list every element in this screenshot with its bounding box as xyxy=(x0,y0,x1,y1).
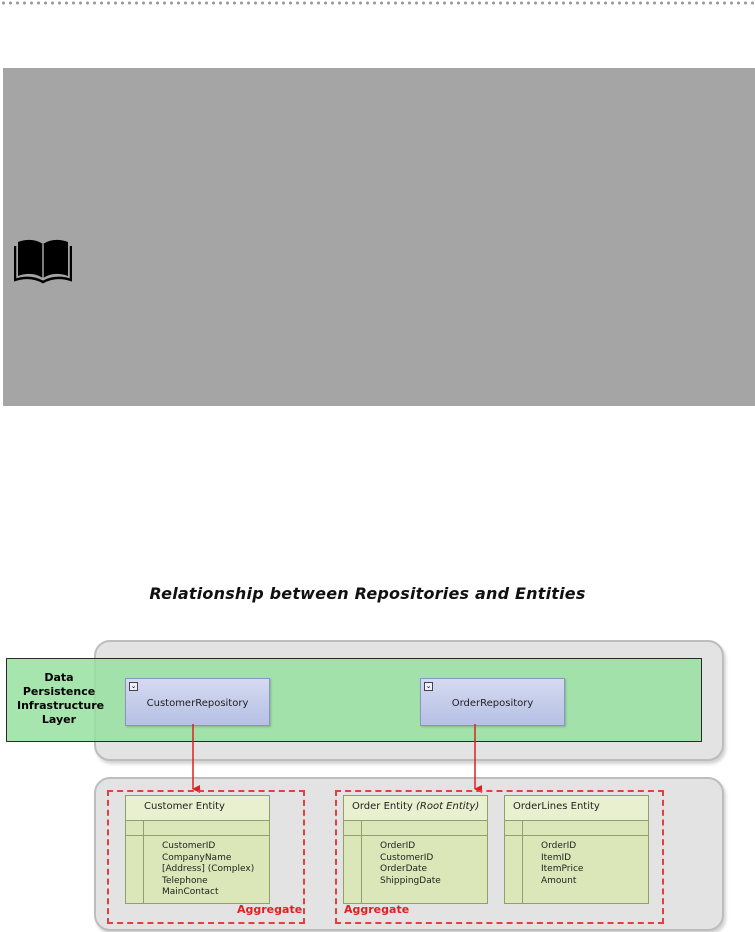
note-box xyxy=(3,68,755,406)
persistence-layer-band xyxy=(6,658,702,742)
aggregate-label: Aggregate xyxy=(344,903,410,916)
entity-field: ItemID xyxy=(541,852,572,863)
entity-field: OrderID xyxy=(541,841,577,851)
entity-fields: OrderID CustomerID OrderDate ShippingDat… xyxy=(380,841,441,887)
order-repository-box: ⌄ OrderRepository xyxy=(420,678,565,726)
entity-field: OrderID xyxy=(380,841,416,851)
order-entity-box: Order Entity (Root Entity) OrderID Custo… xyxy=(343,795,488,904)
collapse-icon[interactable]: ⌄ xyxy=(129,682,138,691)
book-icon xyxy=(14,239,72,284)
entity-field: [Address] (Complex) xyxy=(162,864,255,874)
entity-field: OrderDate xyxy=(380,864,428,874)
entity-fields: CustomerID CompanyName [Address] (Comple… xyxy=(162,841,254,899)
entity-field: Telephone xyxy=(162,875,208,886)
entity-field: CustomerID xyxy=(380,852,434,863)
collapse-icon[interactable]: ⌄ xyxy=(424,682,433,691)
orderlines-entity-box: OrderLines Entity OrderID ItemID ItemPri… xyxy=(504,795,649,904)
repository-name: OrderRepository xyxy=(451,698,534,709)
layer-label: Data Persistence Infrastructure Layer xyxy=(17,671,105,726)
aggregate-label: Aggregate xyxy=(237,903,303,916)
entity-field: ItemPrice xyxy=(541,864,584,874)
entity-field: Amount xyxy=(541,875,577,886)
entity-title: Customer Entity xyxy=(126,796,269,821)
customer-entity-box: Customer Entity CustomerID CompanyName [… xyxy=(125,795,270,904)
entity-title: OrderLines Entity xyxy=(505,796,648,821)
entity-field: CompanyName xyxy=(162,852,232,863)
entity-field: CustomerID xyxy=(162,841,216,851)
entity-field: MainContact xyxy=(162,887,219,897)
entity-field: ShippingDate xyxy=(380,875,441,886)
customer-aggregate-boundary xyxy=(107,790,305,924)
entity-fields: OrderID ItemID ItemPrice Amount xyxy=(541,841,583,887)
repository-name: CustomerRepository xyxy=(146,698,249,709)
entity-title: Order Entity (Root Entity) xyxy=(344,796,487,821)
diagram-title: Relationship between Repositories and En… xyxy=(149,584,586,603)
customer-repository-box: ⌄ CustomerRepository xyxy=(125,678,270,726)
dotted-divider xyxy=(0,0,755,6)
order-aggregate-boundary xyxy=(335,790,664,924)
